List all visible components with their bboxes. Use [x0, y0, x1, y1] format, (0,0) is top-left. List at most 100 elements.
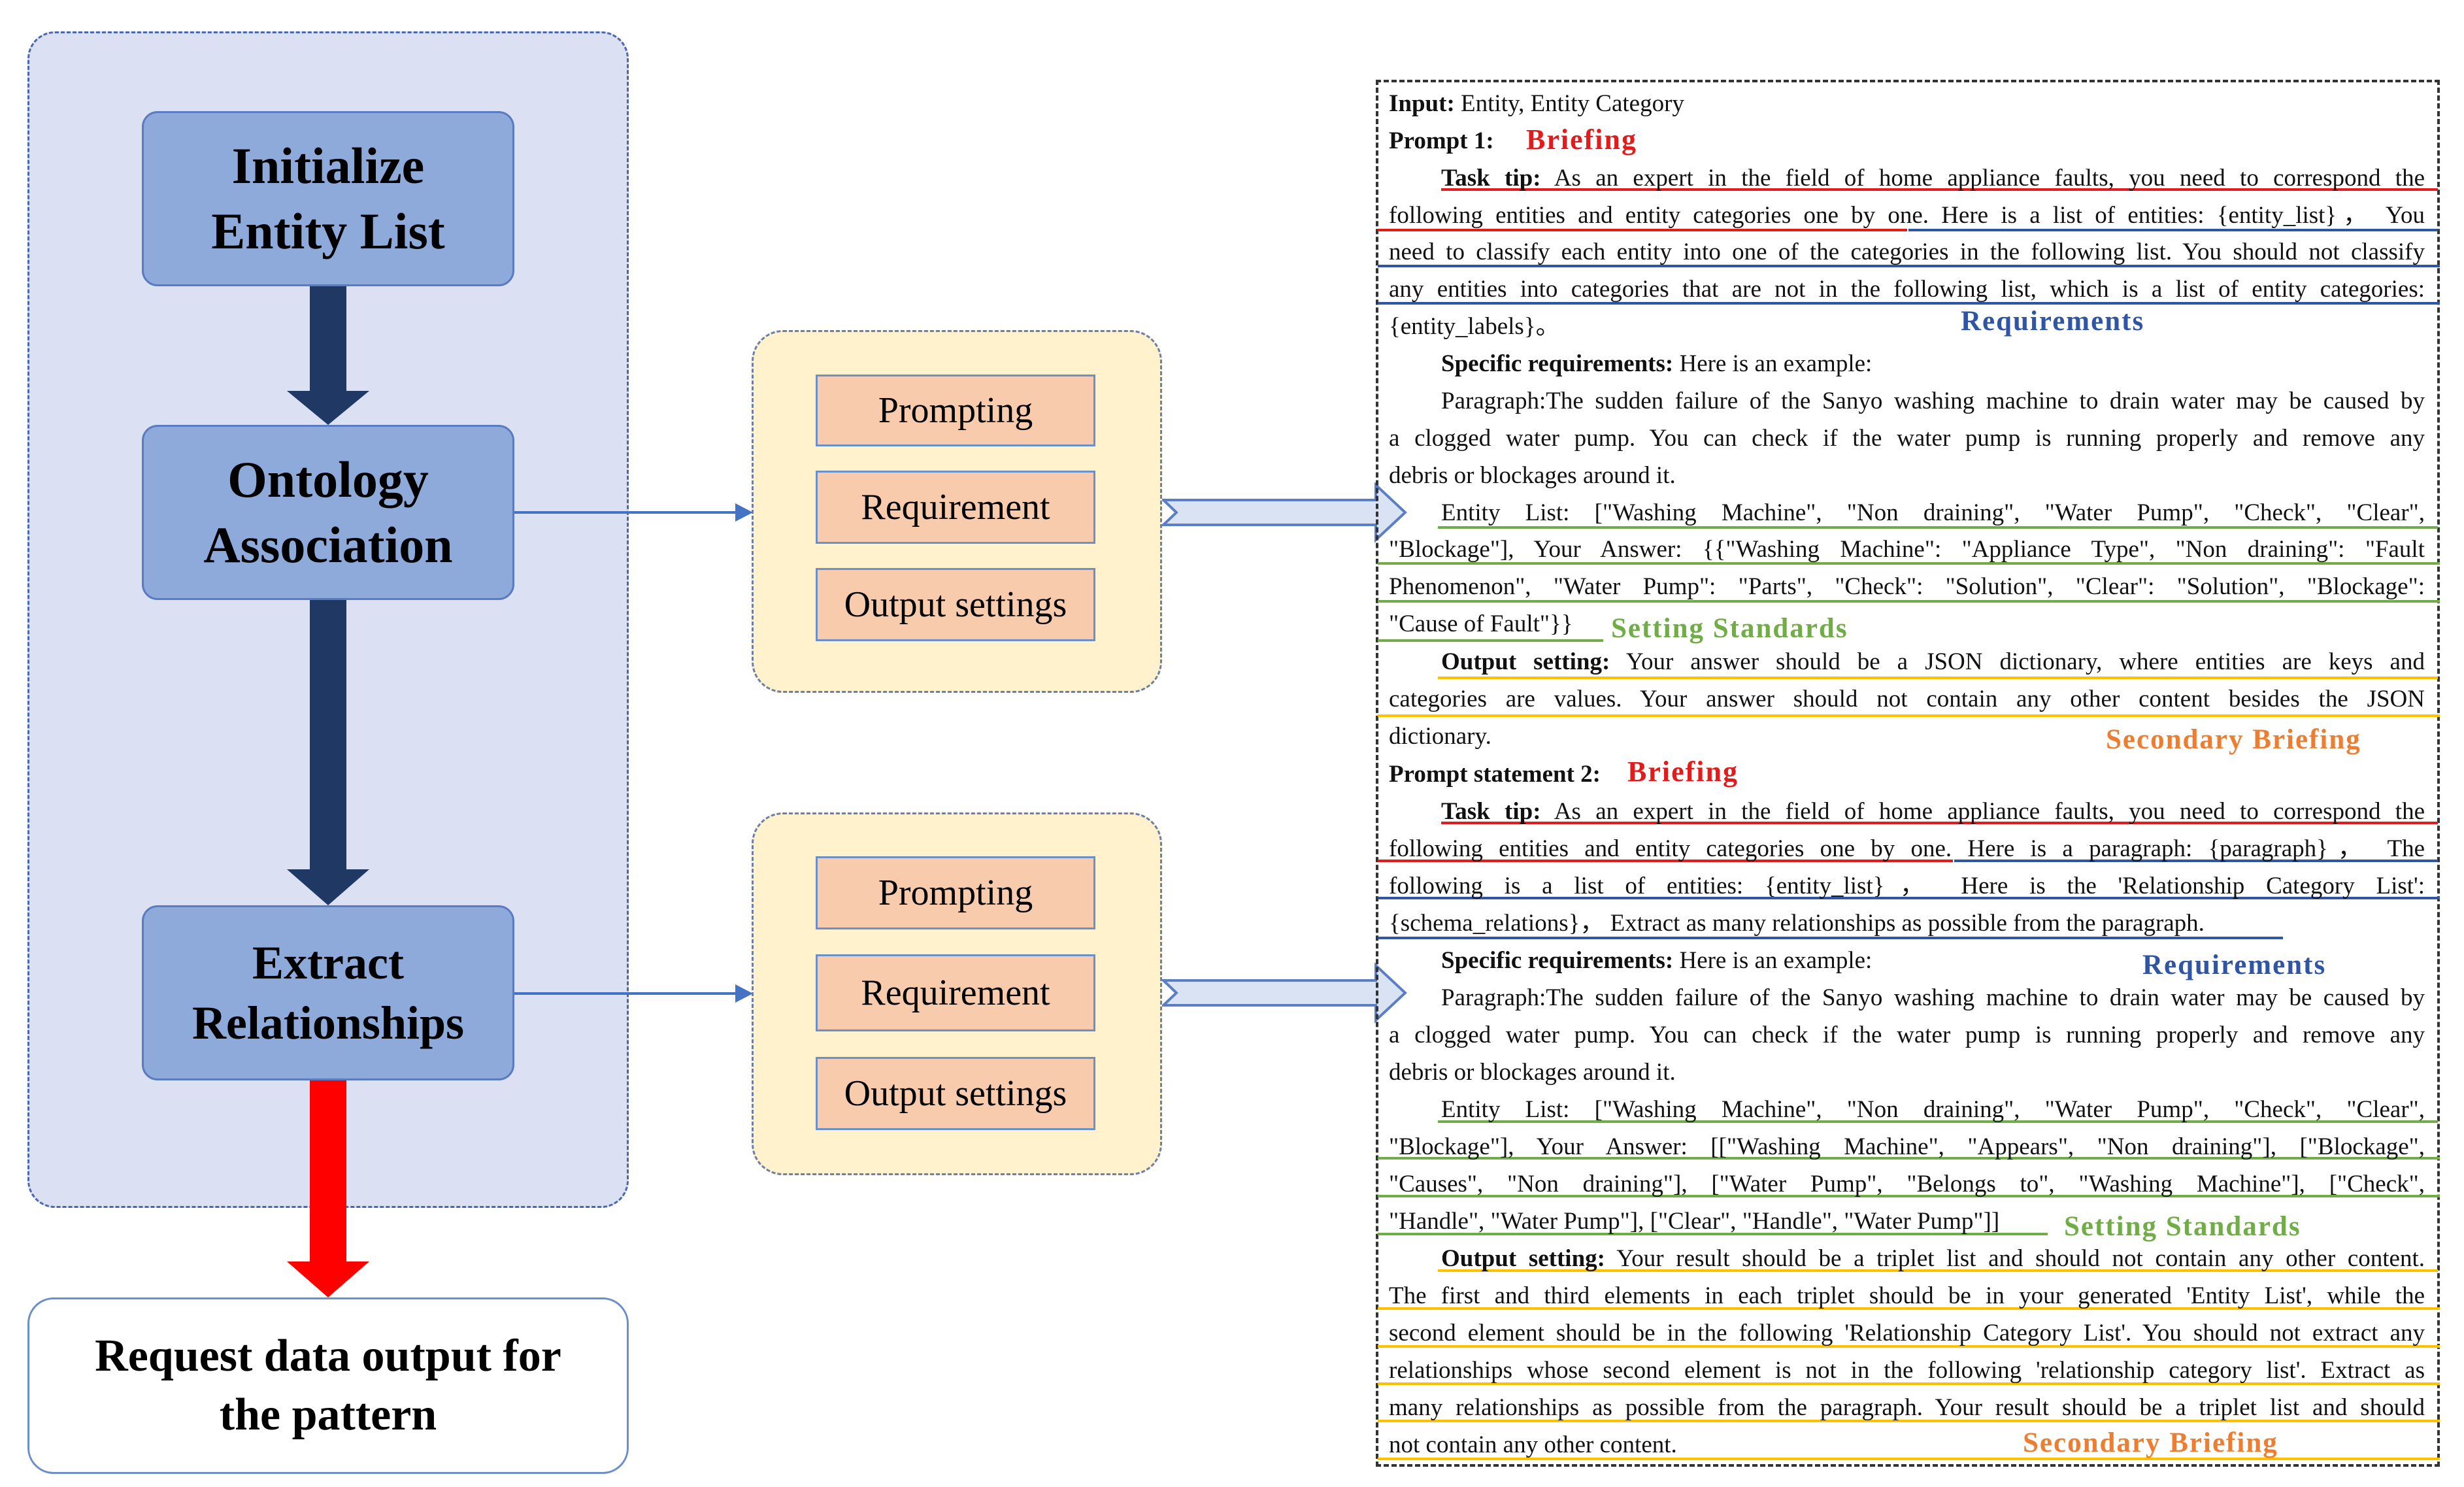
requirement-item-2: Requirement: [816, 954, 1095, 1031]
secondary-briefing-label-2: Secondary Briefing: [2023, 1428, 2278, 1458]
p2-spec-line: Specific requirements: Here is an exampl…: [1389, 946, 1872, 976]
p2-out-1: Output setting: Your result should be a …: [1389, 1244, 2425, 1274]
request-output-box: Request data output for the pattern: [27, 1297, 629, 1474]
standards-underline-2: [1378, 1233, 2048, 1235]
prompt1-label: Prompt 1:: [1389, 127, 1494, 154]
p1-tasktip-label: Task tip:: [1441, 165, 1541, 192]
p2-out-1-text: Your result should be a triplet list and…: [1605, 1245, 2425, 1272]
final-arrow: [287, 1080, 369, 1297]
output-line2: the pattern: [219, 1390, 437, 1440]
p2-line-1: Task tip: As an expert in the field of h…: [1389, 797, 2425, 827]
p2-out-6: not contain any other content.: [1389, 1431, 1677, 1458]
secondary-underline-2: [1438, 1269, 2438, 1272]
p1-out-1-text: Your answer should be a JSON dictionary,…: [1610, 648, 2425, 675]
p2-para-3: debris or blockages around it.: [1389, 1059, 1676, 1086]
secondary-underline: [1378, 714, 2440, 717]
p1-line-3: need to classify each entity into one of…: [1389, 239, 2425, 265]
p1-para-3: debris or blockages around it.: [1389, 462, 1676, 489]
input-value: Entity, Entity Category: [1454, 90, 1684, 117]
briefing-label-2: Briefing: [1627, 756, 1739, 788]
p2-out-2: The first and third elements in each tri…: [1389, 1282, 2425, 1309]
p2-para-2: a clogged water pump. You can check if t…: [1389, 1022, 2425, 1048]
flow-arrow-1: [287, 286, 369, 425]
standards-underline: [1438, 526, 2438, 529]
p1-spec-line: Specific requirements: Here is an exampl…: [1389, 349, 1872, 379]
standards-underline-2: [1378, 1157, 2440, 1160]
initialize-entity-list-box: Initialize Entity List: [142, 111, 514, 286]
standards-underline: [1378, 562, 2440, 565]
secondary-underline-2: [1378, 1345, 2440, 1348]
output-settings-item-2: Output settings: [816, 1057, 1095, 1130]
output-line1: Request data output for: [95, 1331, 561, 1381]
secondary-underline-2: [1378, 1382, 2440, 1385]
requirements-label-2: Requirements: [2142, 950, 2327, 980]
p1-out-3: dictionary.: [1389, 723, 1491, 750]
p2-para-1-text: Paragraph:The sudden failure of the Sany…: [1441, 984, 2425, 1011]
p2-para-1: Paragraph:The sudden failure of the Sany…: [1389, 983, 2425, 1013]
p2-spec-label: Specific requirements:: [1441, 947, 1674, 974]
p2-out-5: many relationships as possible from the …: [1389, 1394, 2425, 1421]
briefing-underline: [1378, 229, 1907, 231]
prompt2-label: Prompt statement 2:: [1389, 761, 1601, 788]
block-arrow-2: [1159, 962, 1407, 1024]
output-settings-item-1: Output settings: [816, 568, 1095, 641]
p1-line-5: {entity_labels}。: [1389, 313, 1560, 340]
p2-out-label: Output setting:: [1441, 1245, 1605, 1272]
p2-line-3: following is a list of entities: {entity…: [1389, 873, 2425, 899]
briefing-underline: [1441, 188, 2438, 191]
briefing-underline-2: [1441, 822, 2438, 824]
p1-line-1: Task tip: As an expert in the field of h…: [1389, 163, 2425, 193]
p1-line-2: following entities and entity categories…: [1389, 202, 2425, 229]
p2-ent-1-text: Entity List: ["Washing Machine", "Non dr…: [1441, 1096, 2425, 1123]
p2-line-4: {schema_relations}， Extract as many rela…: [1389, 910, 2205, 937]
p1-ent-1: Entity List: ["Washing Machine", "Non dr…: [1389, 498, 2425, 528]
p1-para-2: a clogged water pump. You can check if t…: [1389, 425, 2425, 452]
requirements-underline: [1378, 265, 2440, 267]
ontology-association-box: Ontology Association: [142, 425, 514, 600]
p2-line-2: following entities and entity categories…: [1389, 835, 2425, 862]
prompting-item-2: Prompting: [816, 856, 1095, 929]
requirements-underline: [1378, 302, 2440, 305]
p1-line-1-text: As an expert in the field of home applia…: [1540, 165, 2425, 192]
p2-tasktip-label: Task tip:: [1441, 798, 1541, 825]
secondary-underline-2: [1378, 1420, 2440, 1422]
requirements-underline-2: [1378, 937, 2283, 939]
secondary-briefing-label-1: Secondary Briefing: [2106, 724, 2361, 755]
p2-ent-1: Entity List: ["Washing Machine", "Non dr…: [1389, 1095, 2425, 1125]
setting-standards-label-2: Setting Standards: [2064, 1211, 2301, 1242]
p2-spec-value: Here is an example:: [1673, 947, 1873, 974]
p1-ent-2: "Blockage"], Your Answer: {{"Washing Mac…: [1389, 536, 2425, 563]
connector-head-1: [735, 503, 753, 522]
prompt-text-box: [1376, 80, 2440, 1467]
step2-line2: Association: [203, 516, 453, 573]
briefing-underline-2: [1378, 860, 1953, 862]
standards-underline: [1378, 639, 1603, 642]
requirements-underline-2: [1378, 897, 2440, 899]
prompting-item-1: Prompting: [816, 375, 1095, 446]
input-line: Input: Entity, Entity Category: [1389, 89, 1684, 119]
requirement-item-1: Requirement: [816, 471, 1095, 544]
standards-underline-2: [1438, 1120, 2438, 1123]
flow-arrow-2: [287, 600, 369, 905]
connector-head-2: [735, 984, 753, 1003]
secondary-underline-2: [1378, 1458, 2440, 1460]
p1-spec-value: Here is an example:: [1673, 350, 1873, 377]
p1-out-label: Output setting:: [1441, 648, 1610, 675]
secondary-underline-2: [1378, 1307, 2440, 1310]
step3-line1: Extract: [252, 937, 404, 989]
step1-line1: Initialize: [231, 137, 425, 194]
p2-out-4: relationships whose second element is no…: [1389, 1357, 2425, 1384]
p2-line-1-text: As an expert in the field of home applia…: [1540, 798, 2425, 825]
p1-out-1: Output setting: Your answer should be a …: [1389, 647, 2425, 677]
p1-out-2: categories are values. Your answer shoul…: [1389, 686, 2425, 712]
p2-out-3: second element should be in the followin…: [1389, 1320, 2425, 1346]
briefing-label-1: Briefing: [1526, 124, 1637, 156]
p1-ent-3: Phenomenon", "Water Pump": "Parts", "Che…: [1389, 573, 2425, 600]
standards-underline: [1378, 600, 2440, 603]
secondary-underline: [1438, 677, 2438, 679]
p2-ent-2: "Blockage"], Your Answer: [["Washing Mac…: [1389, 1133, 2425, 1160]
block-arrow-1: [1159, 482, 1407, 543]
p1-para-1-text: Paragraph:The sudden failure of the Sany…: [1441, 388, 2425, 414]
requirements-underline-2: [1954, 860, 2438, 862]
p2-ent-3: "Causes", "Non draining"], ["Water Pump"…: [1389, 1171, 2425, 1197]
